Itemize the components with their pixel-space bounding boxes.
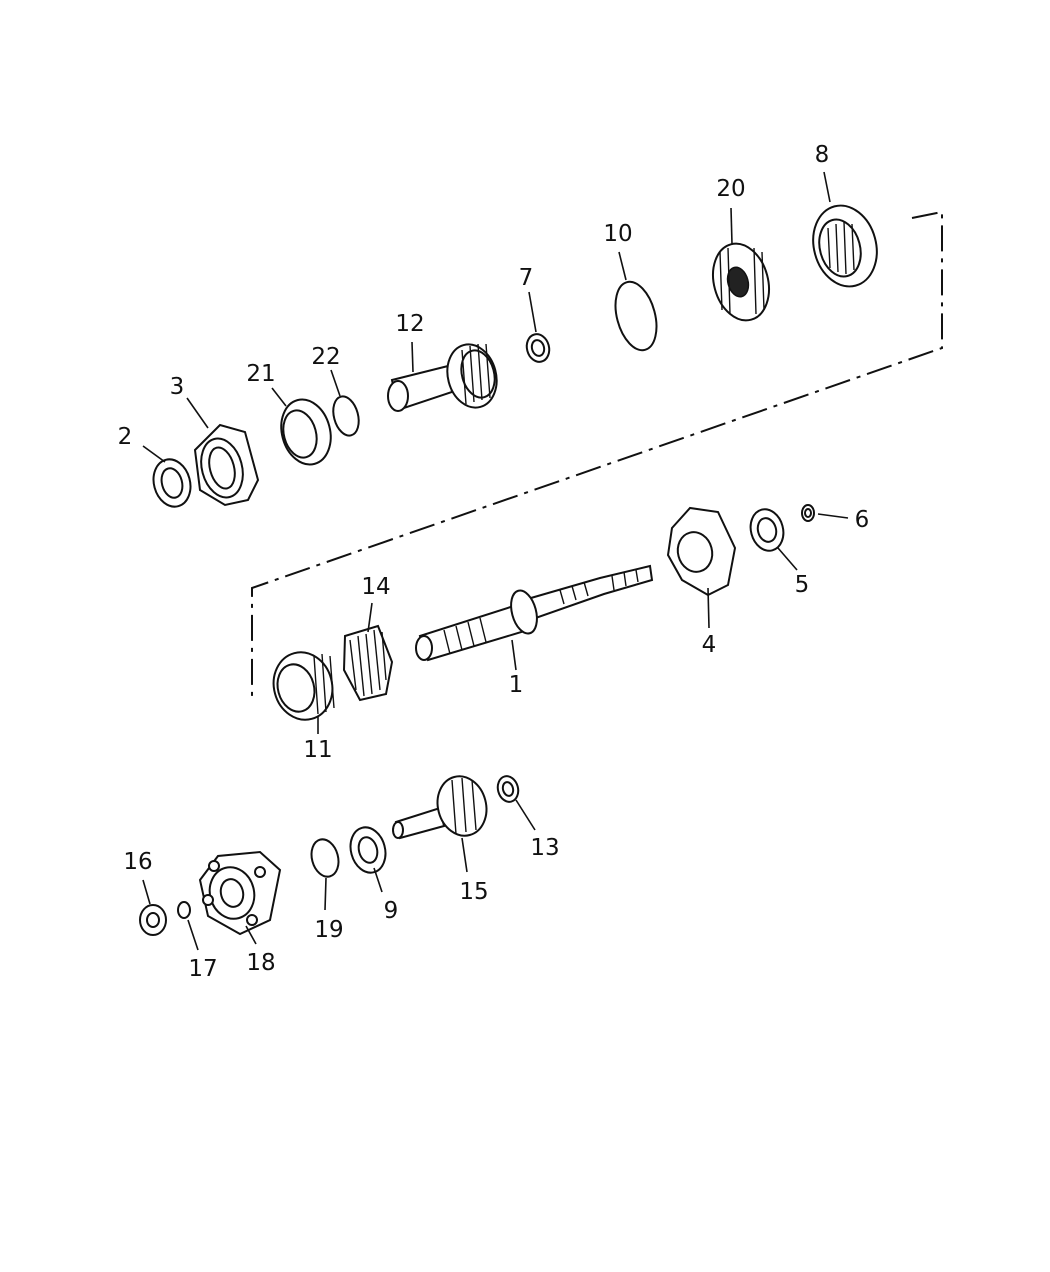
part-5-bearing	[749, 508, 785, 552]
part-8-shift-sleeve	[812, 204, 878, 288]
callout-18: 18	[246, 950, 275, 976]
part-15-output-gear	[392, 775, 488, 840]
part-1-main-shaft	[415, 564, 654, 662]
callout-16: 16	[123, 849, 152, 875]
assembly-bracket	[251, 210, 943, 702]
callout-14: 14	[361, 574, 390, 600]
part-11-gear	[272, 651, 335, 721]
callout-22: 22	[311, 344, 340, 370]
part-22-snap-ring	[332, 395, 360, 437]
callout-11: 11	[303, 737, 332, 763]
part-20-hub-gear	[712, 242, 770, 322]
callout-17: 17	[188, 956, 217, 982]
part-12-input-shaft	[387, 343, 498, 412]
callout-13: 13	[530, 835, 559, 861]
part-16-nut	[139, 904, 167, 936]
callout-15: 15	[459, 879, 488, 905]
callout-1: 1	[509, 672, 524, 698]
part-4-housing	[666, 506, 737, 597]
part-13-bearing	[496, 775, 520, 803]
callout-10: 10	[603, 221, 632, 247]
part-7-bearing	[525, 333, 551, 363]
callout-5: 5	[795, 572, 810, 598]
part-14-needle-bearing	[342, 624, 394, 702]
part-19-snap-ring	[310, 838, 340, 878]
callout-19: 19	[314, 917, 343, 943]
part-3-retainer	[193, 423, 260, 507]
callout-12: 12	[395, 311, 424, 337]
leader-lines	[142, 171, 849, 951]
part-10-snap-ring	[614, 280, 658, 352]
callout-9: 9	[384, 898, 399, 924]
callout-3: 3	[170, 374, 185, 400]
callout-labels: 1 2 3 4 5 6 7 8 9 10 11 12 13 14 15 16 1…	[118, 142, 870, 982]
callout-4: 4	[702, 632, 717, 658]
callout-7: 7	[519, 265, 534, 291]
callout-6: 6	[855, 507, 870, 533]
part-2-seal	[152, 458, 192, 508]
part-9-bearing	[349, 826, 387, 874]
callout-20: 20	[716, 176, 745, 202]
callout-21: 21	[246, 361, 275, 387]
part-18-flange	[198, 850, 282, 936]
part-6-nut	[801, 504, 815, 522]
callout-8: 8	[815, 142, 830, 168]
callout-2: 2	[118, 424, 133, 450]
part-21-bearing	[280, 398, 332, 466]
part-17-washer	[177, 901, 191, 919]
